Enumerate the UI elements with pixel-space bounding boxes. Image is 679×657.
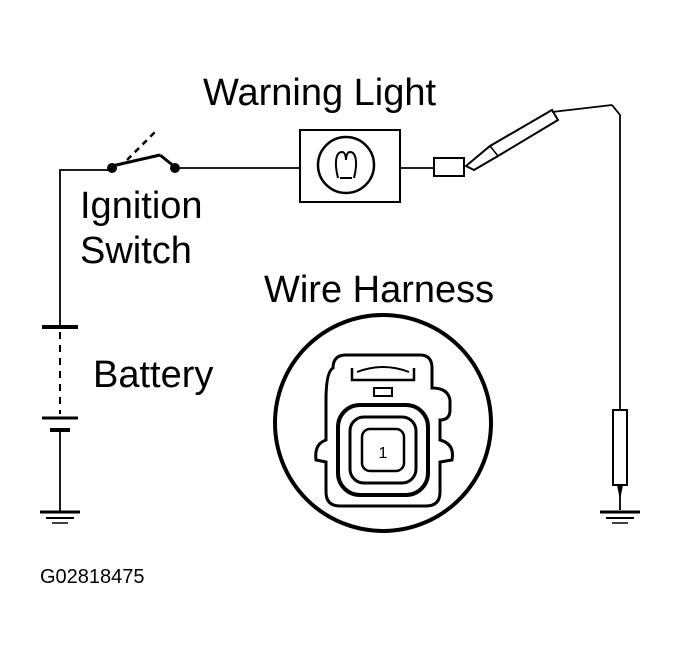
terminal-number: 1 <box>379 445 388 462</box>
ignition-label-line2: Switch <box>80 230 192 272</box>
connector-icon <box>433 157 465 177</box>
ignition-switch-icon <box>107 131 180 173</box>
ground-icon-left <box>40 510 80 524</box>
ground-probe-icon <box>612 409 628 510</box>
left-wire <box>59 169 108 327</box>
wire-harness-label: Wire Harness <box>264 269 494 311</box>
warning-light-label: Warning Light <box>203 72 436 114</box>
right-wire <box>611 104 621 410</box>
figure-code: G02818475 <box>40 566 145 588</box>
ground-icon-right <box>600 510 640 524</box>
probe-lead-icon <box>464 104 613 172</box>
warning-light-icon <box>299 129 401 203</box>
wire-harness-connector-icon: 1 <box>273 313 493 533</box>
ignition-label-line1: Ignition <box>80 185 203 227</box>
battery-label: Battery <box>93 354 213 396</box>
battery-icon <box>42 325 78 512</box>
